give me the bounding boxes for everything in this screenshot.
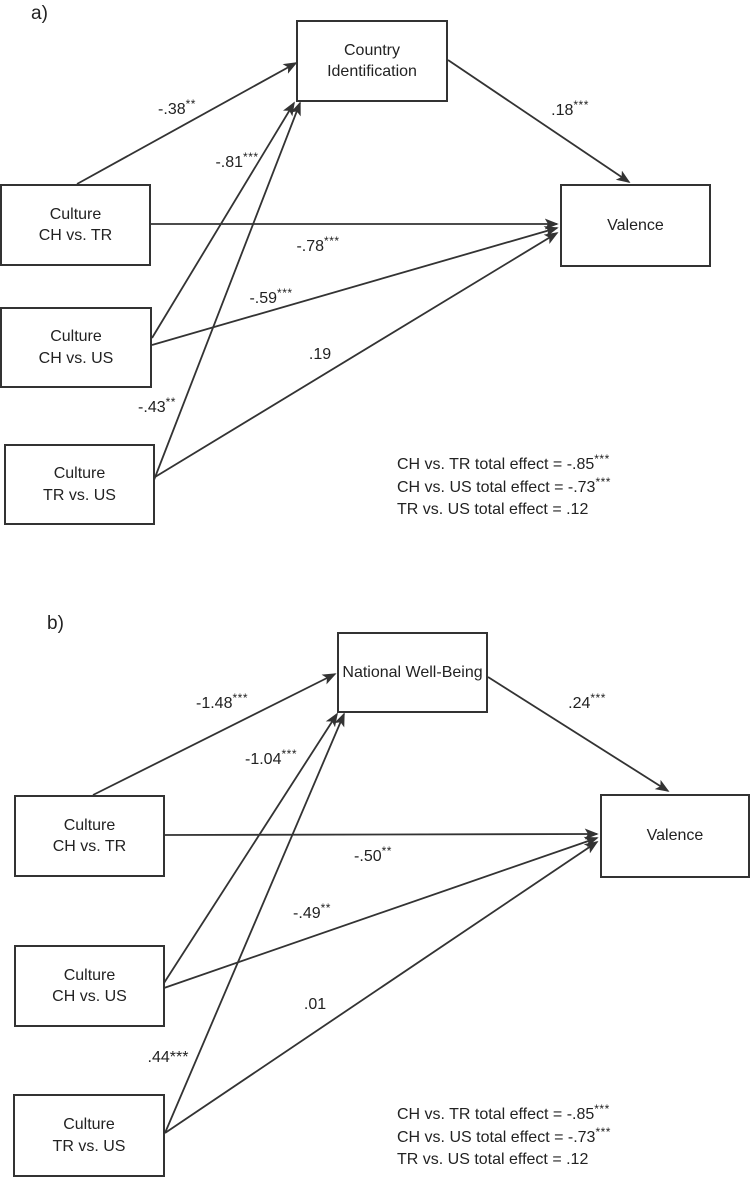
coef-a-chtr-valence: -.78*** xyxy=(296,234,339,256)
box-b-culture-tr-vs-us: Culture TR vs. US xyxy=(13,1094,165,1177)
coef-a-chtr-mediator: -.38** xyxy=(158,97,196,119)
total-effects-b: CH vs. TR total effect = -.85*** CH vs. … xyxy=(397,1102,611,1174)
total-effect-text: CH vs. US total effect = -.73 xyxy=(397,478,596,496)
coef-stars: *** xyxy=(573,98,589,112)
box-b-mediator-national-well-being: National Well-Being xyxy=(337,632,488,713)
box-a-culture-ch-vs-tr: Culture CH vs. TR xyxy=(0,184,151,266)
total-effect-line: CH vs. US total effect = -.73*** xyxy=(397,1125,611,1152)
coef-a-trus-mediator: -.43** xyxy=(138,395,176,417)
coef-stars: ** xyxy=(185,97,196,111)
box-b-outcome-label: Valence xyxy=(646,827,704,845)
coef-value: -.43 xyxy=(138,399,166,416)
coef-b-mediator-valence: .24*** xyxy=(568,691,606,713)
box-a-culture-tr-vs-us: Culture TR vs. US xyxy=(4,444,155,525)
coef-value: .19 xyxy=(308,346,332,363)
coef-value: -.49 xyxy=(293,905,321,922)
coef-stars: ** xyxy=(381,844,392,858)
coef-a-trus-valence: .19 xyxy=(309,346,331,364)
box-a-culture-tr-vs-us-label: Culture TR vs. US xyxy=(43,465,116,504)
coef-b-chus-mediator: -1.04*** xyxy=(245,747,297,769)
coef-stars: *** xyxy=(277,286,293,300)
box-b-culture-ch-vs-us: Culture CH vs. US xyxy=(14,945,165,1027)
coef-value: -.59 xyxy=(249,290,278,307)
arrow-a-trus-to-valence xyxy=(154,232,559,478)
box-b-culture-tr-vs-us-label: Culture TR vs. US xyxy=(52,1116,126,1155)
coef-value: -1.48 xyxy=(196,695,233,712)
box-b-culture-ch-vs-us-label: Culture CH vs. US xyxy=(52,966,127,1005)
total-effect-stars: *** xyxy=(595,474,611,489)
coef-b-chtr-valence: -.50** xyxy=(354,844,392,866)
box-a-culture-ch-vs-us-label: Culture CH vs. US xyxy=(38,328,114,367)
coef-stars: ** xyxy=(320,901,331,915)
coef-value: -.38 xyxy=(158,101,186,118)
coef-b-chtr-mediator: -1.48*** xyxy=(196,691,248,713)
total-effect-text: CH vs. US total effect = -.73 xyxy=(397,1128,596,1146)
arrow-a-mediator-to-valence xyxy=(447,59,631,183)
coef-value: .18 xyxy=(551,102,574,119)
coef-value: -.78 xyxy=(296,238,325,255)
box-b-culture-ch-vs-tr: Culture CH vs. TR xyxy=(14,795,165,877)
total-effect-line: CH vs. US total effect = -.73*** xyxy=(397,475,611,502)
box-a-outcome-label: Valence xyxy=(607,216,664,234)
box-b-culture-ch-vs-tr-label: Culture CH vs. TR xyxy=(52,816,127,855)
box-a-mediator-country-identification: Country Identification xyxy=(296,20,448,102)
coef-value: .24 xyxy=(568,695,591,712)
coef-stars: *** xyxy=(324,234,340,248)
total-effects-a: CH vs. TR total effect = -.85*** CH vs. … xyxy=(397,452,611,524)
total-effect-stars: *** xyxy=(594,1102,610,1116)
coef-value: -.81 xyxy=(215,154,244,171)
total-effect-line: TR vs. US total effect = .12 xyxy=(397,1151,611,1174)
box-a-mediator-label: Country Identification xyxy=(327,41,417,80)
coef-value: -1.04 xyxy=(245,751,282,768)
coef-a-chus-mediator: -.81*** xyxy=(215,150,258,172)
total-effect-text: TR vs. US total effect = .12 xyxy=(397,1151,589,1168)
coef-b-trus-mediator: .44*** xyxy=(148,1049,189,1067)
total-effect-text: TR vs. US total effect = .12 xyxy=(397,501,589,518)
arrow-a-chtr-to-mediator xyxy=(76,62,298,185)
coef-a-mediator-valence: .18*** xyxy=(551,98,589,120)
total-effect-stars: *** xyxy=(595,1124,611,1139)
coef-a-chus-valence: -.59*** xyxy=(249,286,292,308)
panel-a-label: a) xyxy=(31,3,48,24)
box-a-culture-ch-vs-tr-label: Culture CH vs. TR xyxy=(38,205,113,244)
coef-value: -.50 xyxy=(354,848,382,865)
coef-b-trus-valence: .01 xyxy=(304,996,326,1014)
arrow-b-chtr-to-valence xyxy=(164,828,599,840)
coef-stars: *** xyxy=(281,747,297,761)
arrow-b-trus-to-valence xyxy=(164,841,599,1134)
box-a-outcome-valence: Valence xyxy=(560,184,711,267)
coef-stars: *** xyxy=(232,691,248,705)
total-effect-text: CH vs. TR total effect = -.85 xyxy=(397,456,595,473)
coef-stars: *** xyxy=(590,691,606,705)
box-b-mediator-label: National Well-Being xyxy=(342,663,483,681)
coef-stars: *** xyxy=(243,150,259,164)
arrow-b-trus-to-mediator xyxy=(164,712,345,1134)
coef-b-chus-valence: -.49** xyxy=(293,901,331,923)
total-effect-text: CH vs. TR total effect = -.85 xyxy=(397,1106,595,1123)
total-effect-line: CH vs. TR total effect = -.85*** xyxy=(397,1102,611,1129)
total-effect-line: TR vs. US total effect = .12 xyxy=(397,501,611,524)
total-effect-stars: *** xyxy=(594,452,610,466)
box-a-culture-ch-vs-us: Culture CH vs. US xyxy=(0,307,152,388)
arrow-b-chtr-to-mediator xyxy=(92,673,337,796)
coef-value: .01 xyxy=(303,996,327,1013)
total-effect-line: CH vs. TR total effect = -.85*** xyxy=(397,452,611,479)
box-b-outcome-valence: Valence xyxy=(600,794,750,878)
arrow-a-chus-to-valence xyxy=(151,226,559,346)
coef-value: .44*** xyxy=(147,1049,189,1066)
coef-stars: ** xyxy=(165,395,176,409)
panel-b-label: b) xyxy=(47,613,64,634)
